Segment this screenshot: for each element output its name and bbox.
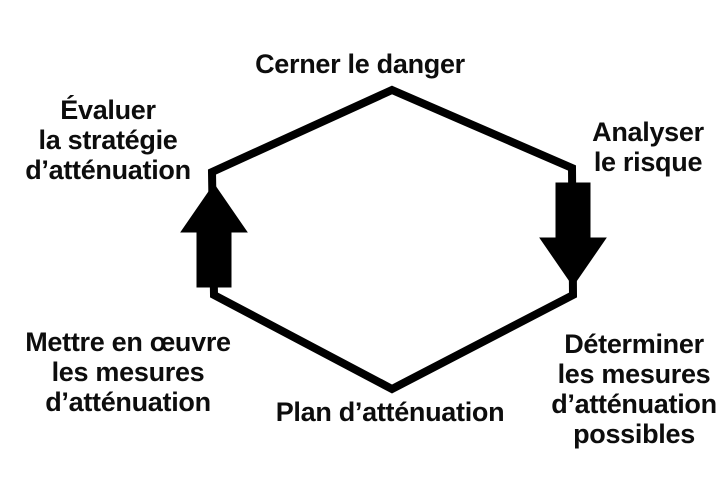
node-label-implement-measures: Mettre en œuvre les mesures d’atténuatio… xyxy=(25,327,231,417)
node-label-identify-hazard: Cerner le danger xyxy=(255,49,465,79)
node-label-analyse-risk: Analyser le risque xyxy=(592,117,704,177)
node-label-mitigation-plan: Plan d’atténuation xyxy=(275,397,505,427)
left-arrow-up-icon xyxy=(180,183,248,288)
node-label-evaluate-strategy: Évaluer la stratégie d’atténuation xyxy=(25,95,191,185)
hexagon-outline xyxy=(207,85,578,394)
node-label-determine-measures: Déterminer les mesures d’atténuation pos… xyxy=(551,329,717,449)
right-arrow-down-icon xyxy=(539,182,607,287)
